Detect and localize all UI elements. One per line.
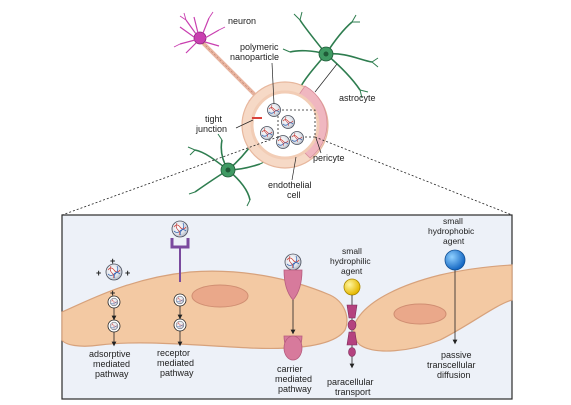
pericyte-label: pericyte <box>313 153 345 163</box>
carrier-label-3: pathway <box>278 384 312 394</box>
hydrophilic-label-2: hydrophilic <box>330 256 371 266</box>
endothelial-cell-label-2: cell <box>287 190 301 200</box>
passive-label-3: diffusion <box>437 370 470 380</box>
polymeric-nanoparticle-label-2: nanoparticle <box>230 52 279 62</box>
carrier-label-2: mediated <box>275 374 312 384</box>
paracellular-label-1: paracellular <box>327 377 374 387</box>
passive-label-1: passive <box>441 350 472 360</box>
tight-junction-label-2: junction <box>195 124 227 134</box>
neuron-label: neuron <box>228 16 256 26</box>
endothelial-cells-detail <box>61 264 513 352</box>
charge-sign-right: + <box>125 268 130 278</box>
receptor-label-2: mediated <box>157 358 194 368</box>
adsorptive-pathway: + + + + <box>96 256 130 347</box>
receptor-pathway <box>170 220 190 347</box>
charge-sign-bottom: + <box>110 288 115 298</box>
hydrophobic-label-3: agent <box>443 236 465 246</box>
passive-transcellular-pathway <box>444 249 466 345</box>
carrier-label-1: carrier <box>277 364 303 374</box>
hydrophilic-label-1: small <box>342 246 362 256</box>
charge-sign-top: + <box>110 256 115 266</box>
endothelial-cell-label-1: endothelial <box>268 180 312 190</box>
zoom-lines <box>61 136 513 216</box>
carrier-pathway <box>283 253 303 361</box>
astrocyte-label: astrocyte <box>339 93 376 103</box>
polymeric-nanoparticle-label-1: polymeric <box>240 42 279 52</box>
adsorptive-label-3: pathway <box>95 369 129 379</box>
tight-junction-label-1: tight <box>205 114 223 124</box>
hydrophobic-label-1: small <box>443 216 463 226</box>
charge-sign-left: + <box>96 268 101 278</box>
adsorptive-label-1: adsorptive <box>89 349 131 359</box>
hydrophobic-label-2: hydrophobic <box>428 226 475 236</box>
paracellular-label-2: transport <box>335 387 371 397</box>
hydrophilic-label-3: agent <box>341 266 363 276</box>
adsorptive-label-2: mediated <box>93 359 130 369</box>
paracellular-pathway <box>343 278 361 369</box>
receptor-label-1: receptor <box>157 348 190 358</box>
top-labels: polymeric nanoparticle tight junction pe… <box>195 42 345 200</box>
passive-label-2: transcellular <box>427 360 476 370</box>
receptor-label-3: pathway <box>160 368 194 378</box>
